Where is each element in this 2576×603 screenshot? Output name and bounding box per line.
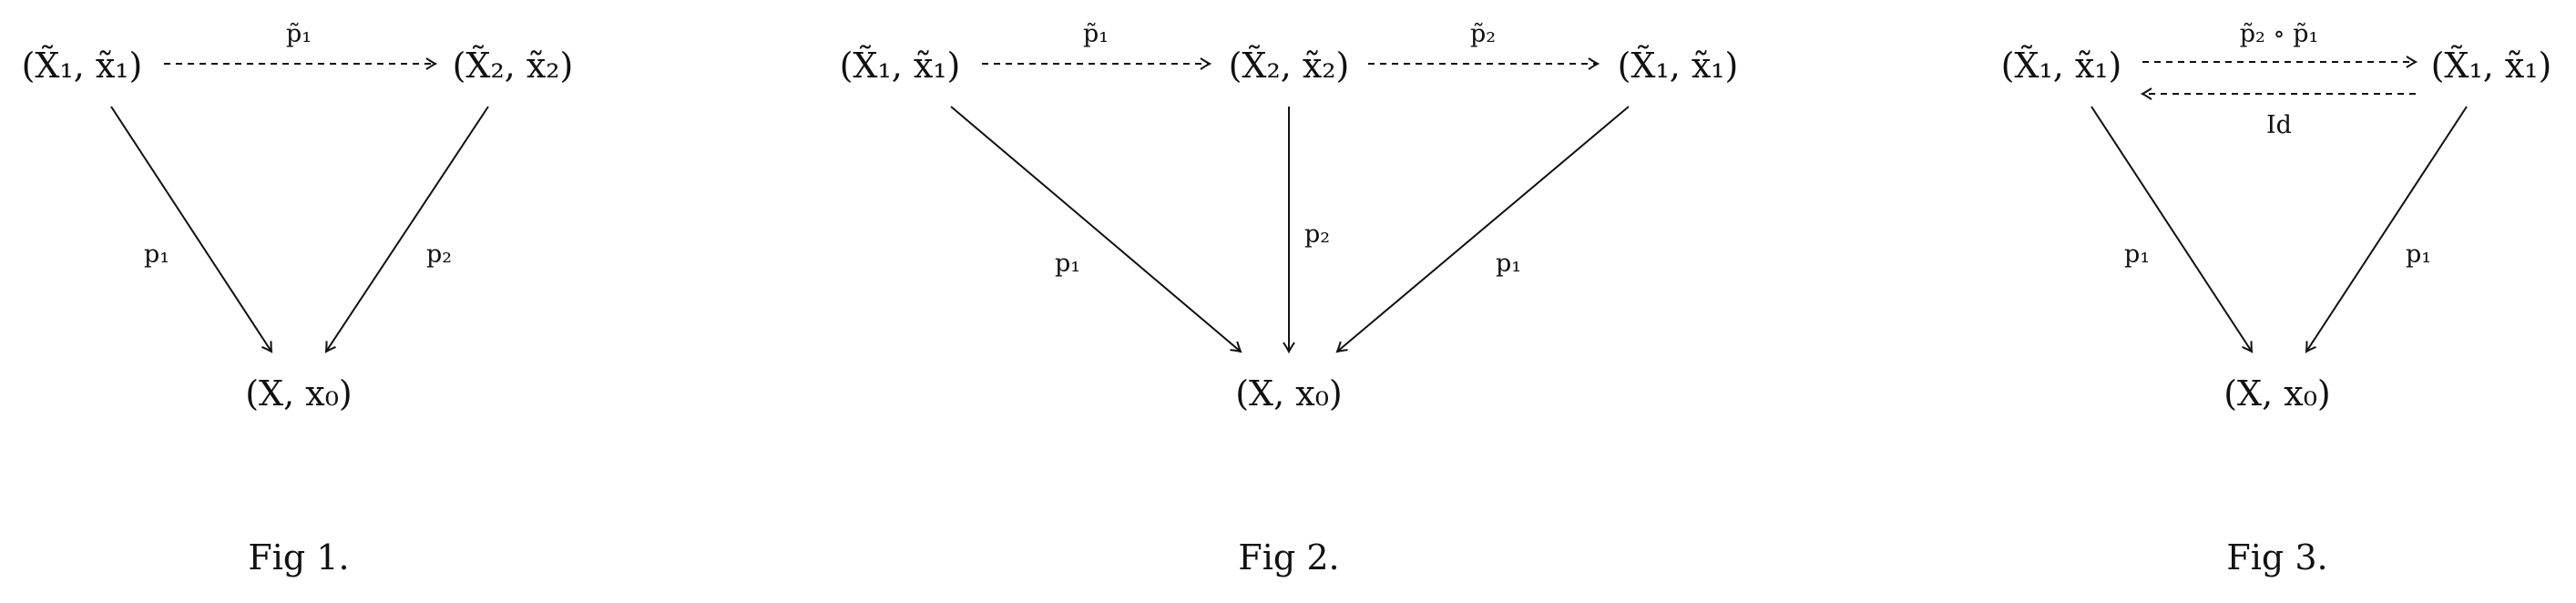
fig2-node-top-middle: (X̃₂, x̃₂) <box>1229 46 1350 86</box>
fig3-node-top-right: (X̃₁, x̃₁) <box>2431 46 2552 86</box>
fig1-node-top-left: (X̃₁, x̃₁) <box>22 46 143 86</box>
fig2-label-top-first: p̃₁ <box>1083 20 1109 48</box>
fig1-caption: Fig 1. <box>248 537 349 577</box>
fig2-arrow-right <box>1337 106 1630 352</box>
fig1-arrow-right <box>326 106 489 352</box>
fig3-label-right: p₁ <box>2406 240 2431 269</box>
figure-1: (X̃₁, x̃₁) (X̃₂, x̃₂) (X, x₀) p̃₁ p₁ p₂ … <box>22 20 574 577</box>
fig3-arrow-right <box>2306 106 2468 352</box>
fig3-node-top-left: (X̃₁, x̃₁) <box>2001 46 2122 86</box>
fig3-label-forward: p̃₂ ∘ p̃₁ <box>2240 20 2319 48</box>
fig2-label-middle: p₂ <box>1304 220 1330 249</box>
fig2-label-right: p₁ <box>1496 250 1521 278</box>
fig3-caption: Fig 3. <box>2226 537 2327 577</box>
fig1-arrow-left <box>110 106 271 352</box>
fig2-node-top-right: (X̃₁, x̃₁) <box>1618 46 1739 86</box>
fig3-label-left: p₁ <box>2124 240 2150 269</box>
fig2-node-top-left: (X̃₁, x̃₁) <box>840 46 961 86</box>
fig2-node-bottom: (X, x₀) <box>1235 373 1343 414</box>
fig2-label-left: p₁ <box>1055 250 1080 278</box>
fig2-label-top-second: p̃₂ <box>1470 20 1496 48</box>
figure-3: (X̃₁, x̃₁) (X̃₁, x̃₁) (X, x₀) p̃₂ ∘ p̃₁ … <box>2001 20 2552 577</box>
fig1-node-bottom: (X, x₀) <box>245 373 353 414</box>
figure-2: (X̃₁, x̃₁) (X̃₂, x̃₂) (X̃₁, x̃₁) (X, x₀)… <box>840 20 1739 577</box>
fig1-label-left: p₁ <box>144 240 169 269</box>
fig1-label-top: p̃₁ <box>286 20 312 48</box>
fig3-node-bottom: (X, x₀) <box>2223 373 2331 414</box>
fig1-label-right: p₂ <box>426 240 452 269</box>
fig1-node-top-right: (X̃₂, x̃₂) <box>453 46 574 86</box>
fig2-arrow-left <box>950 106 1241 352</box>
fig3-label-back: Id <box>2266 111 2292 139</box>
fig3-arrow-left <box>2090 106 2252 352</box>
fig2-caption: Fig 2. <box>1238 537 1339 577</box>
